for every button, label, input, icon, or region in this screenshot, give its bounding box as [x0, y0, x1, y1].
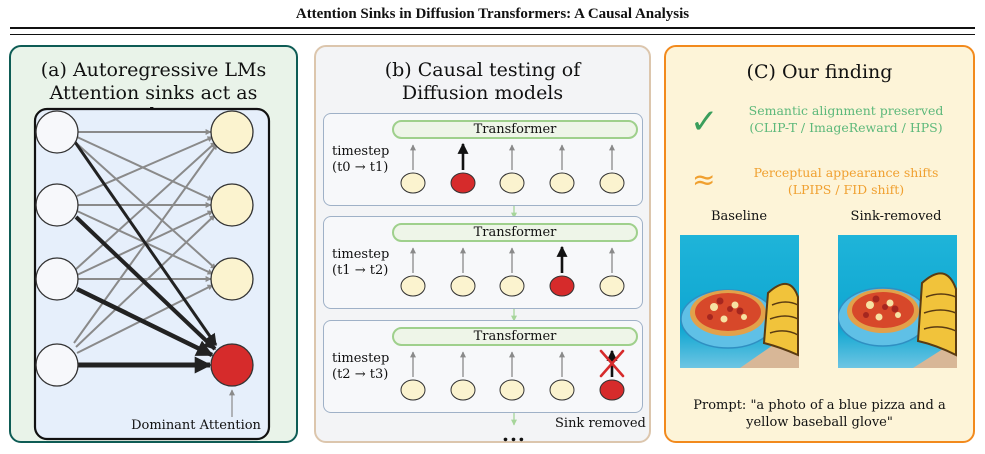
timestep-label: timestep [332, 351, 390, 366]
timestep-stage-3: Transformer timestep (t2 → t3) [323, 320, 643, 413]
transformer-block: Transformer [392, 120, 638, 139]
sink-token [599, 379, 625, 401]
finding-perceptual-line2: (LPIPS / FID shift) [787, 182, 905, 197]
page-title: Attention Sinks in Diffusion Transformer… [295, 6, 690, 22]
timestep-stage-2: Transformer timestep (t1 → t2) [323, 216, 643, 309]
token [400, 172, 426, 194]
token [599, 275, 625, 297]
input-node [35, 257, 79, 301]
check-icon: ✓ [690, 102, 719, 142]
panel-autoregressive-lms: (a) Autoregressive LMs Attention sinks a… [9, 45, 298, 443]
continuation-ellipsis: ... [502, 422, 526, 446]
baseline-label: Baseline [710, 209, 768, 224]
baseline-image [680, 235, 799, 368]
pizza-illustration [838, 272, 957, 368]
sink-removed-image-label: Sink-removed [850, 209, 942, 224]
title-rule-bottom [10, 34, 975, 35]
token [549, 172, 575, 194]
finding-perceptual-line1: Perceptual appearance shifts [753, 165, 939, 180]
sink-token [549, 275, 575, 297]
timestep-range: (t2 → t3) [332, 367, 389, 382]
pizza-illustration [680, 283, 799, 368]
sink-token [450, 172, 476, 194]
input-node [35, 183, 79, 227]
panel-c-title: (C) Our finding [746, 61, 893, 83]
token [599, 172, 625, 194]
transformer-block: Transformer [392, 223, 638, 242]
timestep-label: timestep [332, 247, 390, 262]
panel-b-title-line1: (b) Causal testing of [384, 59, 581, 81]
input-node [35, 110, 79, 154]
output-node [210, 183, 254, 227]
panel-our-finding: (C) Our finding ✓ Semantic alignment pre… [664, 45, 975, 443]
token [499, 379, 525, 401]
timestep-range: (t0 → t1) [332, 160, 389, 175]
token [549, 379, 575, 401]
token [400, 275, 426, 297]
output-node [210, 257, 254, 301]
dominant-edges [73, 141, 218, 374]
timestep-stage-1: Transformer timestep (t0 → t1) [323, 113, 643, 206]
timestep-range: (t1 → t2) [332, 263, 389, 278]
token-row [400, 349, 625, 401]
sink-node [210, 343, 254, 387]
token-row [400, 142, 625, 194]
removed-cross-icon [599, 349, 625, 378]
title-rule-top [10, 27, 975, 29]
prompt-line1: Prompt: "a photo of a blue pizza and a [693, 398, 946, 413]
token [450, 275, 476, 297]
token [499, 275, 525, 297]
token [450, 379, 476, 401]
attention-graph [33, 107, 271, 441]
prompt-line2: yellow baseball glove" [746, 415, 893, 430]
sink-removed-image [838, 235, 957, 368]
sink-removed-label: Sink removed [555, 416, 646, 431]
panel-causal-testing: (b) Causal testing of Diffusion models T… [314, 45, 651, 446]
token [499, 172, 525, 194]
output-node [210, 110, 254, 154]
token-row [400, 245, 625, 297]
finding-semantic-line1: Semantic alignment preserved [748, 103, 944, 118]
input-node [35, 343, 79, 387]
finding-semantic-line2: (CLIP-T / ImageReward / HPS) [749, 120, 943, 135]
transformer-block: Transformer [392, 327, 638, 346]
timestep-label: timestep [332, 144, 390, 159]
token [400, 379, 426, 401]
panel-b-title-line2: Diffusion models [401, 82, 564, 104]
dominant-attention-label: Dominant Attention [131, 418, 261, 433]
approx-icon: ≈ [692, 163, 716, 196]
panel-a-title-line1: (a) Autoregressive LMs [40, 59, 267, 81]
